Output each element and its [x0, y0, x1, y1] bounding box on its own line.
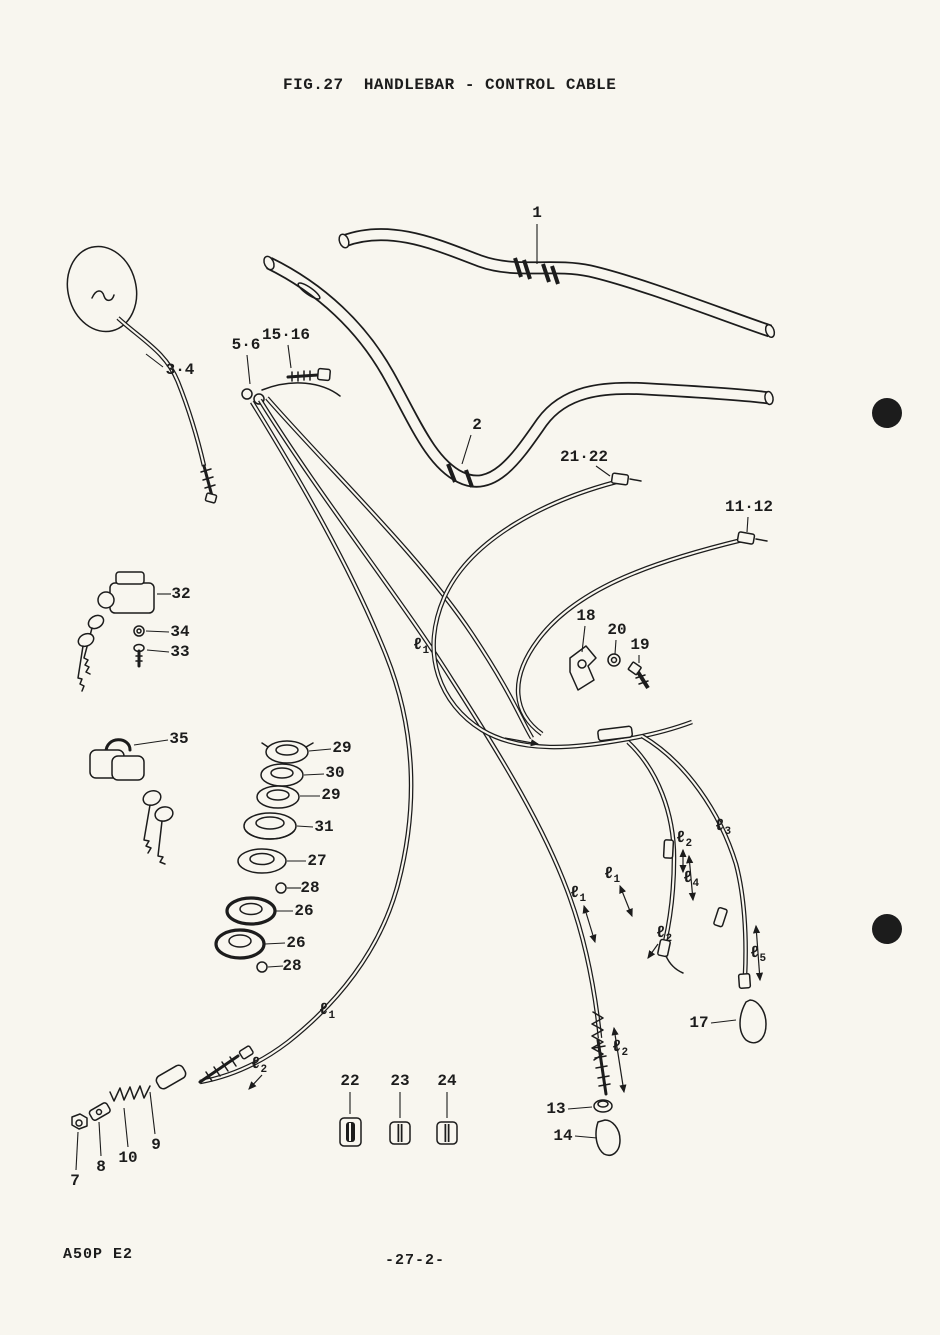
part-number-label: 2 [472, 416, 482, 434]
cable-length-label: ℓ4 [682, 868, 700, 891]
part-number-label: 34 [170, 623, 190, 641]
part-number-label: 1 [532, 204, 542, 222]
steering-lock [89, 738, 174, 865]
cable-end-grip [739, 999, 767, 1044]
leader-lines [75, 224, 749, 1171]
cable-adjuster-center [591, 1011, 621, 1156]
cable-length-label: ℓ1 [318, 1000, 336, 1023]
ignition-switch [77, 571, 155, 692]
cable-length-label: ℓ2 [655, 923, 673, 946]
part-number-label: 26 [286, 934, 306, 952]
part-number-label: 33 [170, 643, 190, 661]
part-number-label: 7 [70, 1172, 80, 1190]
part-number-label: 29 [332, 739, 352, 757]
part-number-label: 21·22 [559, 448, 609, 466]
punch-holes [872, 398, 902, 944]
part-number-label: 9 [151, 1136, 161, 1154]
part-number-label: 35 [169, 730, 189, 748]
part-number-label: 31 [314, 818, 334, 836]
part-number-label: 19 [630, 636, 650, 654]
part-number-label: 27 [307, 852, 327, 870]
part-number-label: 18 [576, 607, 596, 625]
part-number-label: 8 [96, 1158, 106, 1176]
cable-length-label: ℓ2 [250, 1054, 268, 1077]
cable-length-label: ℓ1 [603, 864, 621, 887]
figure-title: FIG.27 HANDLEBAR - CONTROL CABLE [283, 76, 617, 94]
cable-guides [339, 1117, 458, 1147]
page-number: -27-2- [385, 1252, 446, 1269]
handlebar-upper [338, 228, 776, 339]
part-number-label: 10 [118, 1149, 138, 1167]
part-number-label: 14 [553, 1127, 573, 1145]
part-number-label: 30 [325, 764, 345, 782]
part-number-label: 15·16 [261, 326, 311, 344]
part-number-label: 28 [300, 879, 320, 897]
punch-hole [872, 398, 902, 428]
steering-parts-stack [214, 740, 314, 973]
part-number-label: 5·6 [231, 336, 261, 354]
cable-length-label: ℓ3 [714, 816, 732, 839]
part-number-label: 29 [321, 786, 341, 804]
cable-length-label: ℓ5 [749, 943, 767, 966]
part-number-label: 32 [171, 585, 191, 603]
mirror [66, 245, 218, 504]
clamp-bolt-group [569, 645, 650, 691]
part-number-label: 28 [282, 957, 302, 975]
part-number-label: 3·4 [165, 361, 195, 379]
part-number-label: 11·12 [724, 498, 774, 516]
part-number-label: 22 [340, 1072, 360, 1090]
part-number-label: 24 [437, 1072, 457, 1090]
control-cables [199, 396, 768, 1085]
part-number-label: 13 [546, 1100, 566, 1118]
part-number-label: 17 [689, 1014, 709, 1032]
part-number-label: 20 [607, 621, 627, 639]
cable-adjuster-left [71, 1045, 254, 1130]
part-number-label: 26 [294, 902, 314, 920]
cable-length-label: ℓ1 [412, 635, 430, 658]
cable-length-label: ℓ1 [569, 883, 587, 906]
punch-hole [872, 914, 902, 944]
part-number-label: 23 [390, 1072, 410, 1090]
lever-holder-hardware [241, 367, 341, 405]
cable-length-label: ℓ2 [611, 1037, 629, 1060]
cable-length-label: ℓ2 [675, 828, 693, 851]
handlebar-lower [263, 255, 774, 488]
model-code: A50P E2 [63, 1246, 134, 1263]
dimension-arrows [248, 737, 764, 1094]
